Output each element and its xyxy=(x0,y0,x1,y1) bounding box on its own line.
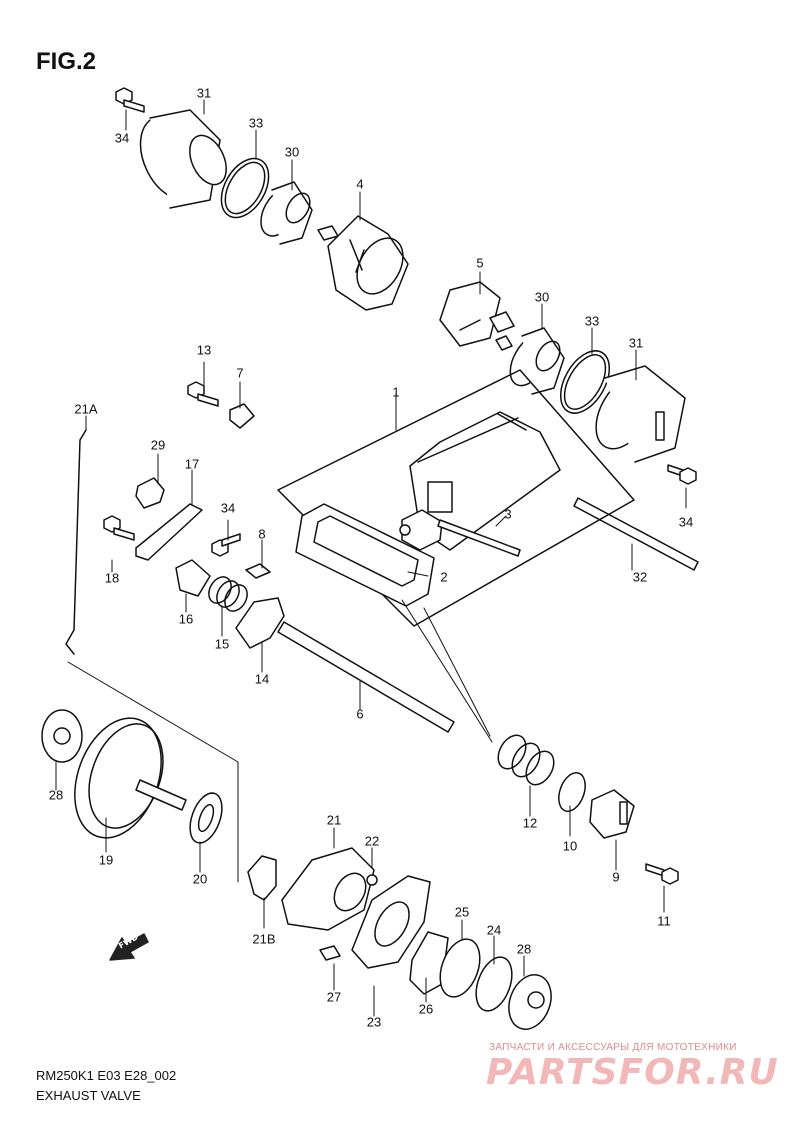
shaft-part-6 xyxy=(277,621,455,733)
callout-28-right: 28 xyxy=(516,941,532,957)
valve-part-2 xyxy=(295,503,435,607)
bolt-part-18 xyxy=(103,515,135,541)
callout-8: 8 xyxy=(258,526,266,542)
screw-part-27 xyxy=(319,945,341,961)
actuator-part-1 xyxy=(399,411,561,551)
circlip-part-24 xyxy=(475,956,513,1012)
watermark-tagline: ЗАПЧАСТИ И АКСЕССУАРЫ ДЛЯ МОТОТЕХНИКИ xyxy=(489,1042,737,1053)
bolt-part-34-right xyxy=(667,464,697,485)
callout-23: 23 xyxy=(366,1014,382,1030)
spring-part-12 xyxy=(497,734,555,786)
callout-22: 22 xyxy=(364,833,380,849)
bolt-part-8 xyxy=(245,563,271,579)
watermark-site: PARTSFOR.RU xyxy=(486,1052,779,1093)
fwd-arrow-icon xyxy=(109,933,149,961)
callout-30-top: 30 xyxy=(284,144,300,160)
valve-part-4 xyxy=(317,215,409,311)
gear-part-19 xyxy=(74,717,187,839)
leader-lines xyxy=(55,99,687,1017)
figure-title: FIG.2 xyxy=(36,48,97,75)
callout-30-right: 30 xyxy=(534,289,550,305)
cap-part-31-right xyxy=(595,365,686,463)
callout-34-top: 34 xyxy=(114,130,130,146)
callout-31-top: 31 xyxy=(196,85,212,101)
housing-part-21 xyxy=(281,847,375,931)
bearing-part-28-left xyxy=(41,709,83,763)
callout-17: 17 xyxy=(184,456,200,472)
bolt-part-11 xyxy=(645,863,679,885)
section-name: EXHAUST VALVE xyxy=(36,1088,141,1103)
valve-part-5 xyxy=(439,281,515,351)
pin-part-22 xyxy=(366,874,378,886)
callout-6: 6 xyxy=(356,706,364,722)
callout-14: 14 xyxy=(254,671,270,687)
callout-16: 16 xyxy=(178,611,194,627)
callout-34-right: 34 xyxy=(678,514,694,530)
bearing-part-20 xyxy=(189,792,223,844)
callout-33-top: 33 xyxy=(248,115,264,131)
callout-2: 2 xyxy=(440,569,448,585)
cap-part-31-top xyxy=(139,109,227,209)
clip-part-21b xyxy=(247,855,277,901)
callout-3: 3 xyxy=(504,506,512,522)
callout-5: 5 xyxy=(476,255,484,271)
bearing-part-30-right xyxy=(509,327,565,395)
callout-32: 32 xyxy=(632,569,648,585)
plate-part-14 xyxy=(235,597,285,649)
cap-part-9 xyxy=(589,789,635,839)
bolt-part-13 xyxy=(187,381,219,407)
o-ring-part-33-top xyxy=(220,157,270,219)
clip-part-29 xyxy=(135,477,165,509)
callout-9: 9 xyxy=(612,869,620,885)
callout-18: 18 xyxy=(104,570,120,586)
spring-part-15 xyxy=(208,576,248,612)
callout-33-right: 33 xyxy=(584,313,600,329)
callout-11: 11 xyxy=(657,913,671,929)
o-ring-part-33-right xyxy=(559,350,611,414)
rod-part-3 xyxy=(437,519,521,557)
callout-15: 15 xyxy=(214,636,230,652)
callout-34-mid: 34 xyxy=(220,500,236,516)
callout-20: 20 xyxy=(192,871,208,887)
rod-part-21a xyxy=(65,429,87,655)
plate-part-23 xyxy=(351,875,431,969)
callout-24: 24 xyxy=(486,922,502,938)
callout-25: 25 xyxy=(454,904,470,920)
callout-13: 13 xyxy=(196,342,212,358)
bolt-part-34-top xyxy=(115,87,145,113)
callout-29: 29 xyxy=(150,437,166,453)
bearing-part-28-right xyxy=(508,974,552,1030)
callout-1: 1 xyxy=(392,384,400,400)
callout-21b: 21B xyxy=(252,931,276,947)
callout-31-right: 31 xyxy=(628,335,644,351)
model-code: RM250K1 E03 E28_002 xyxy=(36,1068,177,1083)
callout-10: 10 xyxy=(562,838,578,854)
o-ring-part-25 xyxy=(439,938,481,998)
bearing-part-30-top xyxy=(260,181,313,245)
callout-28-left: 28 xyxy=(48,787,64,803)
callout-21a: 21A xyxy=(74,401,98,417)
callout-7: 7 xyxy=(236,365,244,381)
collar-part-16 xyxy=(175,559,211,597)
o-ring-part-10 xyxy=(558,772,586,812)
callout-12: 12 xyxy=(522,815,538,831)
lever-part-17 xyxy=(135,503,203,561)
bolt-part-34-mid xyxy=(211,533,241,557)
callout-4: 4 xyxy=(356,176,364,192)
callout-21: 21 xyxy=(326,812,342,828)
washer-part-7 xyxy=(229,403,255,429)
callout-27: 27 xyxy=(326,989,342,1005)
projection-lines xyxy=(67,599,493,883)
callout-19: 19 xyxy=(98,852,114,868)
callout-26: 26 xyxy=(418,1001,434,1017)
rod-part-32 xyxy=(573,497,699,571)
